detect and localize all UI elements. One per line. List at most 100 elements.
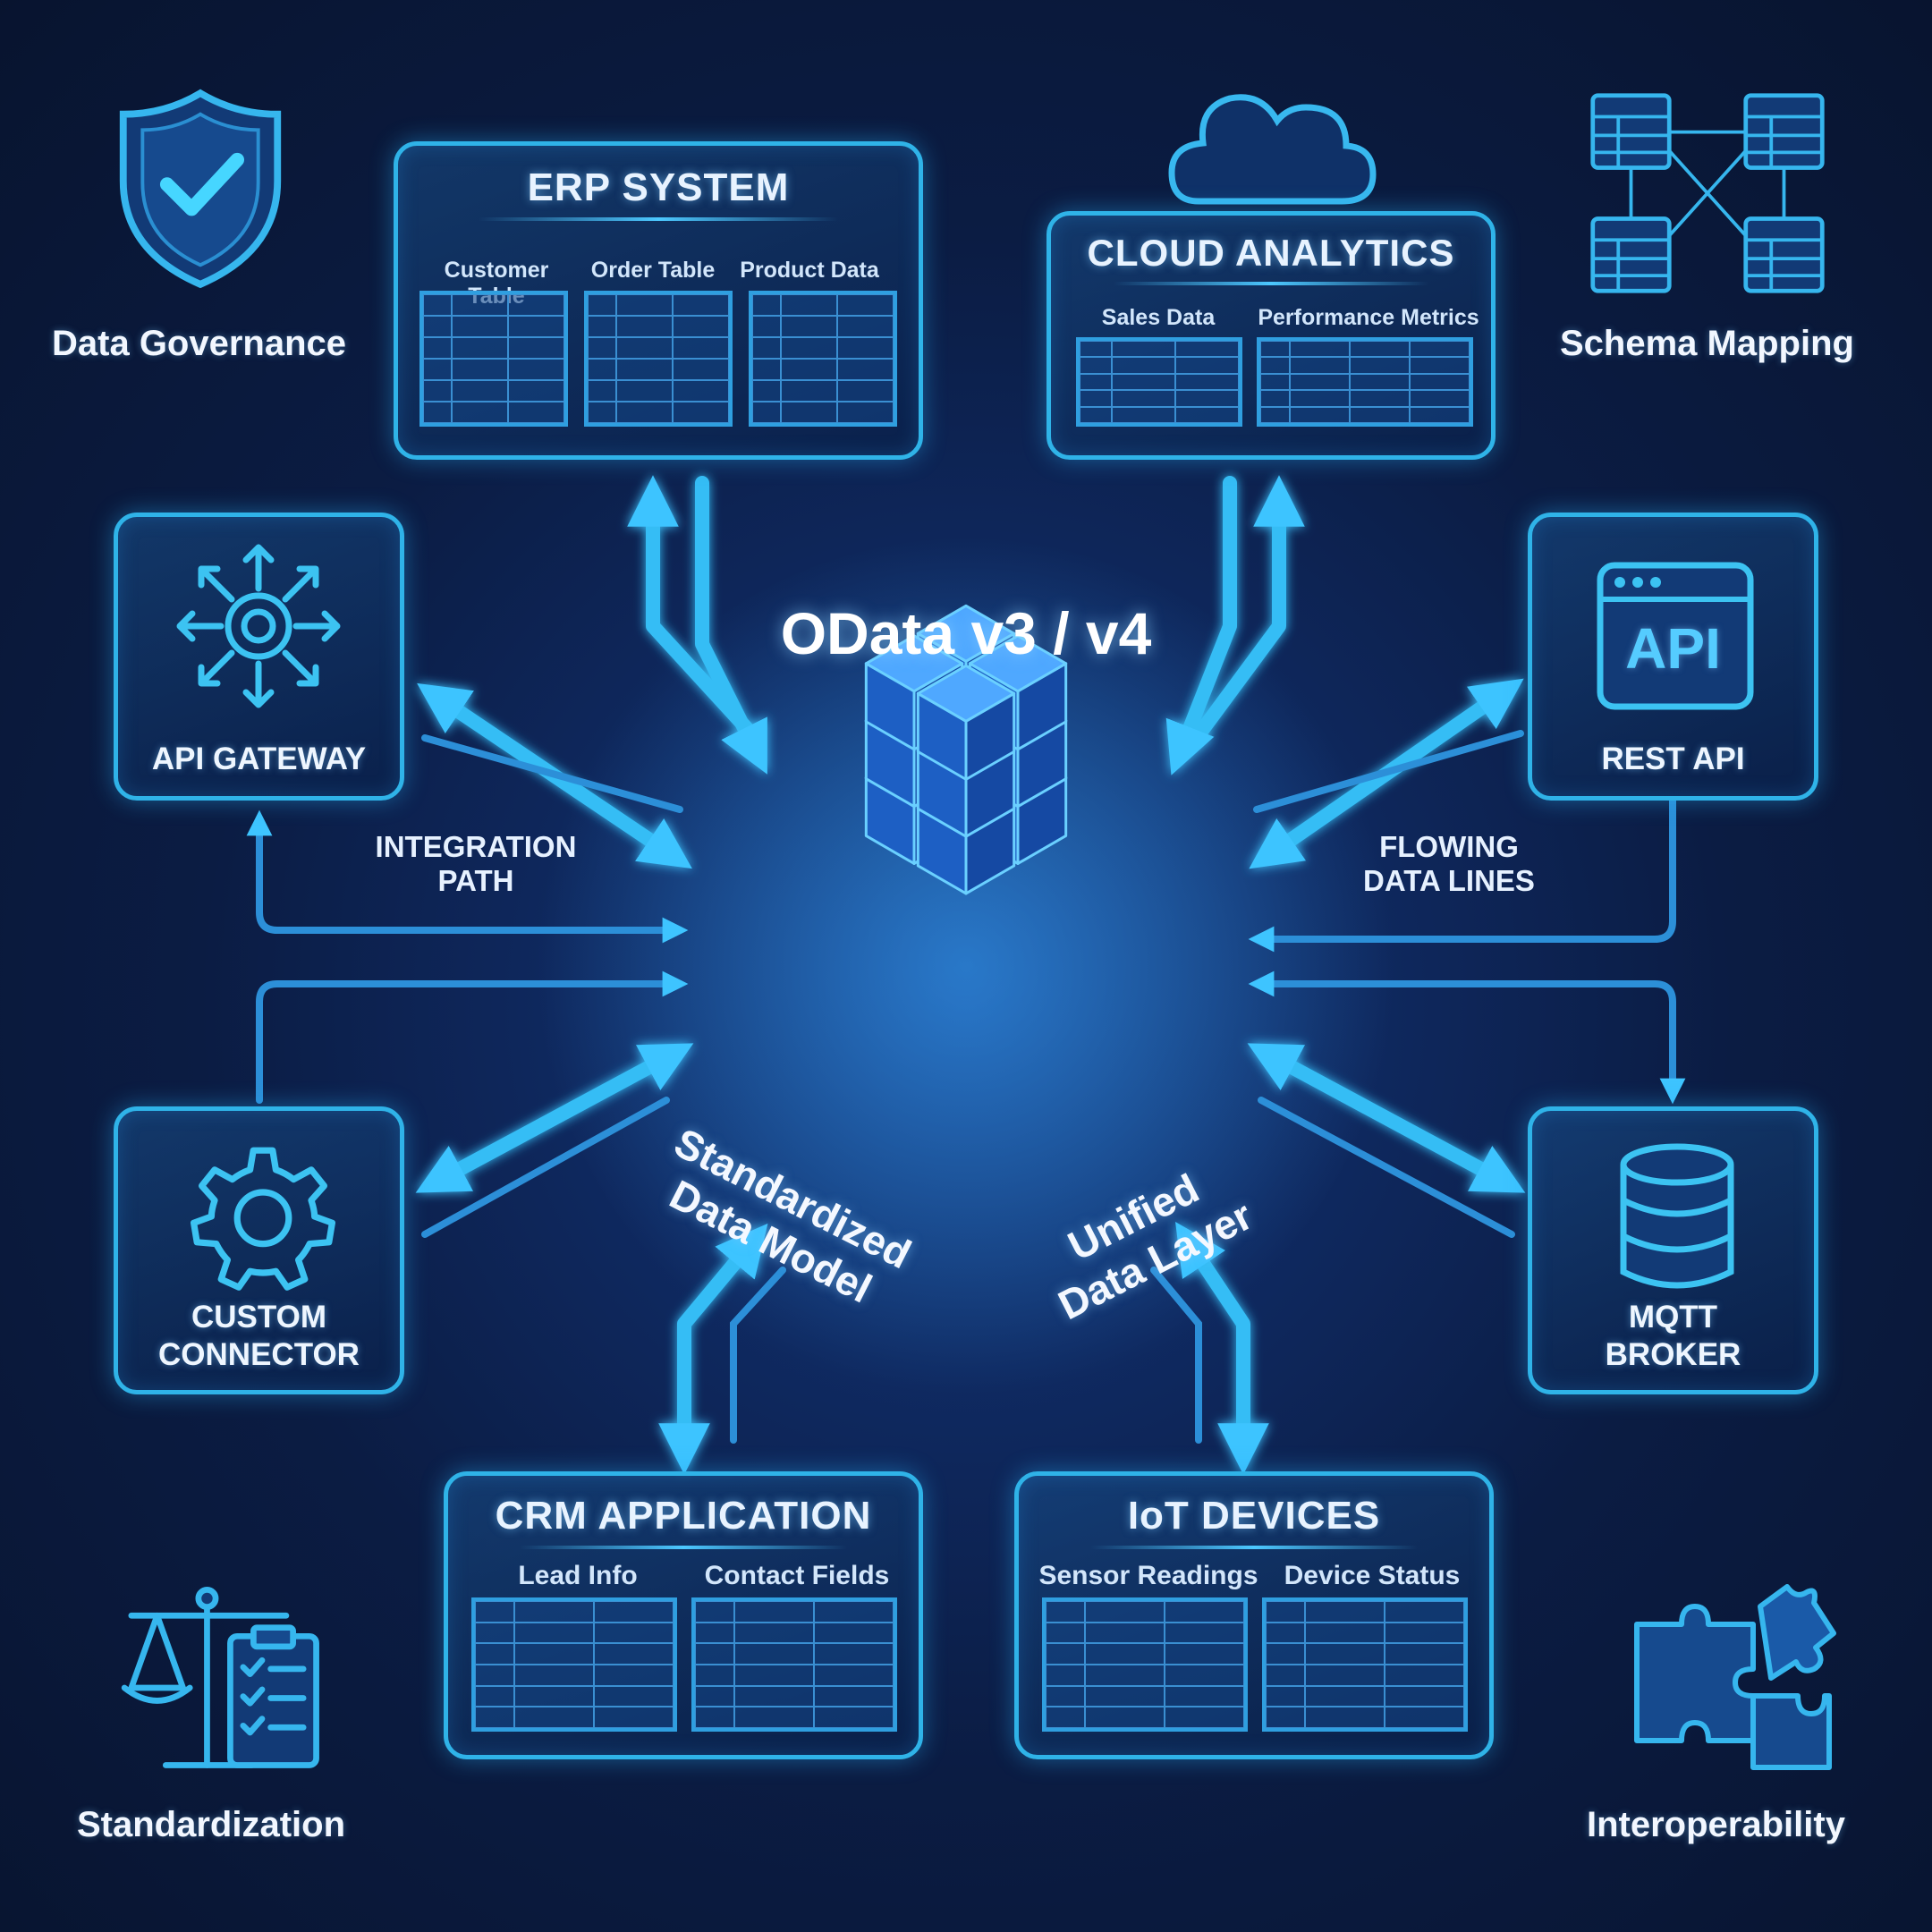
line-mqtt-thin [1258,1097,1515,1238]
grid-cell [588,359,616,380]
grid-cell [594,1643,674,1665]
iot-status-grid [1262,1597,1468,1732]
grid-cell [672,337,729,359]
grid-cell [1266,1707,1306,1728]
grid-cell [1385,1622,1464,1644]
custom-connector-tile[interactable]: CUSTOM CONNECTOR [114,1106,404,1394]
grid-cell [1305,1622,1385,1644]
erp-system-panel[interactable]: ERP SYSTEM Customer Table Order Table Pr… [394,141,923,460]
grid-cell [1165,1643,1244,1665]
grid-cell [836,294,894,316]
erp-system-title: ERP SYSTEM [527,165,790,209]
crm-col-label: Lead Info [518,1561,638,1590]
grid-cell [514,1601,595,1623]
grid-cell [1111,357,1175,374]
grid-cell [1080,357,1112,374]
grid-cell [836,380,894,402]
line-connector-feed [256,970,689,1104]
grid-cell [588,380,616,402]
grid-cell [836,359,894,380]
grid-cell [1350,357,1411,374]
grid-cell [615,337,673,359]
grid-cell [1410,373,1470,391]
grid-cell [615,316,673,337]
arrow-erp-up [627,475,758,741]
grid-cell [1046,1707,1086,1728]
grid-cell [1080,390,1112,407]
cloud-analytics-panel[interactable]: CLOUD ANALYTICS Sales Data Performance M… [1046,211,1496,460]
grid-cell [1385,1664,1464,1686]
grid-cell [475,1601,515,1623]
grid-cell [1410,341,1470,358]
line-gateway-thin [421,734,683,813]
grid-cell [507,380,564,402]
grid-cell [1046,1601,1086,1623]
crm-application-panel[interactable]: CRM APPLICATION Lead Info Contact Fields [444,1471,923,1759]
mqtt-broker-label: MQTT BROKER [1605,1300,1741,1372]
grid-cell [1410,357,1470,374]
grid-cell [1085,1707,1165,1728]
linked-tables-icon [1590,93,1825,293]
grid-cell [1385,1685,1464,1707]
interoperability-label: Interoperability [1587,1805,1845,1844]
erp-order-grid [584,291,733,427]
api-gateway-tile[interactable]: API GATEWAY [114,513,404,801]
grid-cell [1385,1707,1464,1728]
grid-cell [1174,390,1239,407]
mqtt-broker-tile[interactable]: MQTT BROKER [1528,1106,1818,1394]
crm-application-title: CRM APPLICATION [495,1494,872,1538]
grid-cell [1385,1643,1464,1665]
grid-cell [1260,406,1291,423]
iot-devices-title: IoT DEVICES [1127,1494,1381,1538]
grid-cell [1046,1643,1086,1665]
grid-cell [507,337,564,359]
grid-cell [451,402,508,423]
integration-path-annotation: INTEGRATION PATH [375,830,577,897]
grid-cell [423,402,452,423]
rest-api-tile[interactable]: API REST API [1528,513,1818,801]
grid-cell [752,380,781,402]
grid-cell [615,359,673,380]
arrow-erp-down [695,476,767,775]
grid-cell [734,1664,815,1686]
grid-cell [1085,1685,1165,1707]
grid-cell [615,380,673,402]
grid-cell [1266,1622,1306,1644]
crm-contact-grid [691,1597,897,1732]
cube-face-top [916,604,1016,663]
grid-cell [814,1664,894,1686]
crm-title-rule [520,1546,847,1549]
grid-cell [475,1643,515,1665]
grid-cell [695,1622,735,1644]
puzzle-icon [1634,1584,1836,1770]
grid-cell [672,402,729,423]
grid-cell [734,1601,815,1623]
grid-cell [752,294,781,316]
grid-cell [1085,1664,1165,1686]
grid-cell [814,1643,894,1665]
grid-cell [814,1707,894,1728]
flowing-data-lines-annotation: FLOWING DATA LINES [1363,830,1535,897]
grid-cell [780,294,837,316]
grid-cell [734,1707,815,1728]
grid-cell [514,1643,595,1665]
grid-cell [1290,357,1351,374]
grid-cell [752,402,781,423]
grid-cell [1350,373,1411,391]
grid-cell [672,294,729,316]
iot-devices-panel[interactable]: IoT DEVICES Sensor Readings Device Statu… [1014,1471,1494,1759]
arrow-crm-double [658,1223,768,1475]
iot-col-label: Sensor Readings [1038,1561,1258,1590]
erp-title-rule [479,217,838,221]
grid-cell [1046,1685,1086,1707]
grid-cell [1385,1601,1464,1623]
grid-cell [423,380,452,402]
grid-cell [1260,373,1291,391]
grid-cell [672,359,729,380]
cloud-sales-grid [1076,337,1242,427]
grid-cell [672,380,729,402]
grid-cell [814,1601,894,1623]
grid-cell [695,1601,735,1623]
grid-cell [507,316,564,337]
